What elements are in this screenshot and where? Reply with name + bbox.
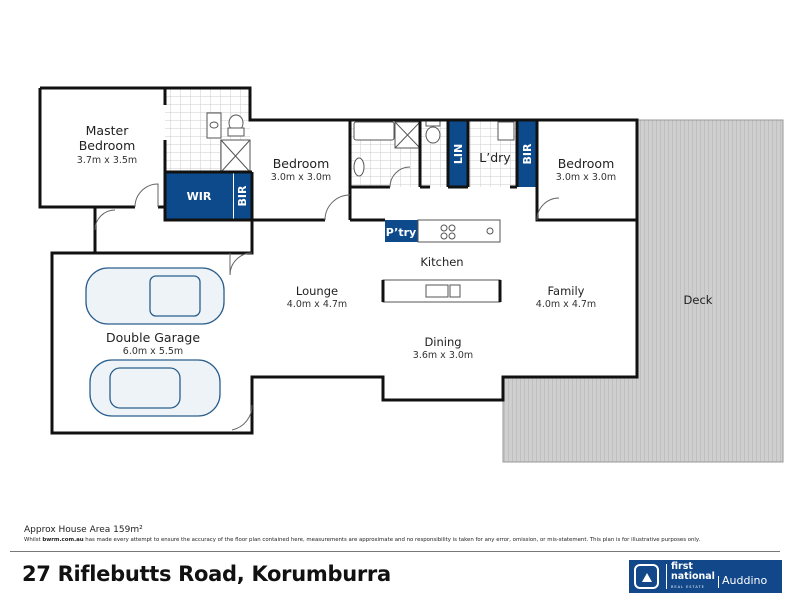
lin-label: LIN xyxy=(452,144,465,164)
laundry-label: L’dry xyxy=(479,150,511,165)
bedroom-2-size: 3.0m x 3.0m xyxy=(271,172,331,183)
bir-block-2 xyxy=(517,120,537,187)
car-icon xyxy=(89,359,221,417)
disclaimer-pre: Whilst xyxy=(24,537,43,543)
deck-label: Deck xyxy=(684,293,713,307)
bedroom-3-label: Bedroom xyxy=(558,156,615,171)
lounge-size: 4.0m x 4.7m xyxy=(287,299,347,310)
logo-bar xyxy=(718,576,719,588)
garage-label: Double Garage xyxy=(106,330,200,345)
linen-block xyxy=(448,120,468,187)
wir-block xyxy=(165,172,233,220)
disclaimer-post: has made every attempt to ensure the acc… xyxy=(83,537,701,543)
walls xyxy=(38,86,639,435)
logo-divider xyxy=(666,564,667,589)
family-label: Family xyxy=(547,284,584,298)
bir-block-1 xyxy=(234,172,252,220)
bir-label-1: BIR xyxy=(236,185,249,206)
house-area: Approx House Area 159m² xyxy=(24,525,143,535)
dining-size: 3.6m x 3.0m xyxy=(413,350,473,361)
fixtures xyxy=(206,112,515,303)
divider xyxy=(10,551,780,552)
garage-size: 6.0m x 5.5m xyxy=(123,346,183,357)
master-bedroom-label: Master xyxy=(86,123,130,138)
wir-label: WIR xyxy=(187,190,212,203)
logo-tag: REAL ESTATE xyxy=(671,585,705,589)
master-bedroom-size: 3.7m x 3.5m xyxy=(77,155,137,166)
dining-label: Dining xyxy=(424,335,461,349)
bedroom-3-size: 3.0m x 3.0m xyxy=(556,172,616,183)
deck xyxy=(502,119,784,463)
logo-mark-icon xyxy=(634,564,659,589)
bir-label-2: BIR xyxy=(521,143,534,164)
disclaimer-site: bwrm.com.au xyxy=(42,537,84,543)
doors xyxy=(94,166,560,431)
bedroom-2-label: Bedroom xyxy=(273,156,330,171)
car-icon xyxy=(85,267,225,325)
family-size: 4.0m x 4.7m xyxy=(536,299,596,310)
logo-office: Auddino xyxy=(722,574,768,587)
lounge-label: Lounge xyxy=(296,284,338,298)
floor-plan: Master Bedroom 3.7m x 3.5m Bedroom 3.0m … xyxy=(38,86,784,463)
disclaimer: Whilst bwrm.com.au has made every attemp… xyxy=(24,537,700,543)
property-address: 27 Riflebutts Road, Korumburra xyxy=(22,562,391,586)
kitchen-label: Kitchen xyxy=(420,255,463,269)
master-bedroom-label-2: Bedroom xyxy=(79,138,136,153)
pantry-label: P’try xyxy=(386,226,416,239)
cars xyxy=(85,267,225,417)
pantry-block xyxy=(385,220,418,242)
